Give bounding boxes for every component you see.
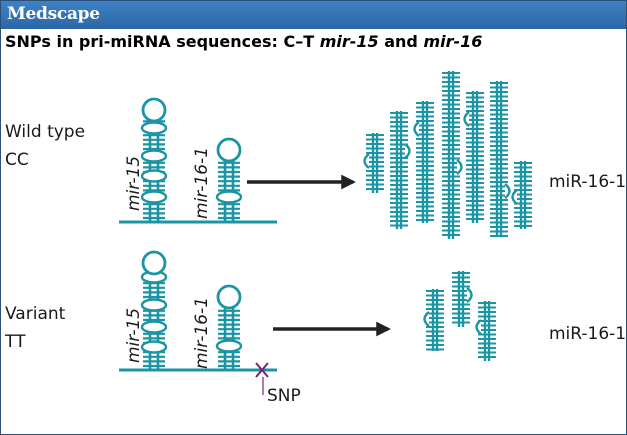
variant-pri-mirna: mir-15 mir-16-1 <box>119 250 277 395</box>
variant-label: Variant <box>5 304 66 324</box>
wild-type-mir-16-1-label: mir-16-1 <box>192 147 212 219</box>
variant-mir-16-1-label: mir-16-1 <box>192 297 212 369</box>
snp-mark <box>255 362 269 395</box>
variant-mir-15-label: mir-15 <box>124 308 144 363</box>
wild-type-mir-15-label: mir-15 <box>124 156 144 211</box>
wild-type-mature-mirna-cluster <box>363 71 532 239</box>
variant-mature-mirna-cluster <box>423 271 496 361</box>
variant-product-label: miR-16-1 <box>549 324 627 344</box>
medscape-logo: Medscape <box>7 4 100 24</box>
title-prefix: SNPs in pri-miRNA sequences: C–T <box>5 32 320 51</box>
wild-type-duplex-4 <box>442 71 463 239</box>
wild-type-mir-16-1-hairpin <box>215 137 243 222</box>
brand-bar: Medscape <box>1 1 626 29</box>
wild-type-duplex-7 <box>511 161 532 229</box>
wild-type-genotype: CC <box>5 150 29 170</box>
variant-mir-15-hairpin <box>140 250 168 370</box>
wild-type-duplex-2 <box>390 111 411 229</box>
wild-type-duplex-5 <box>463 91 484 223</box>
variant-mir-16-1-hairpin <box>215 284 243 370</box>
variant-genotype: TT <box>5 332 26 352</box>
title-connector: and <box>378 32 424 51</box>
variant-duplex-2 <box>452 271 473 327</box>
wild-type-mir-15-hairpin <box>140 97 168 222</box>
wild-type-duplex-3 <box>413 101 434 223</box>
figure-title: SNPs in pri-miRNA sequences: C–T mir-15 … <box>5 32 482 51</box>
title-gene-1: mir-15 <box>319 32 379 51</box>
wild-type-duplex-6 <box>490 81 511 238</box>
variant-duplex-1 <box>423 289 444 351</box>
wild-type-pri-mirna: mir-15 mir-16-1 <box>119 97 277 224</box>
title-gene-2: mir-16 <box>423 32 483 51</box>
variant-duplex-3 <box>475 301 496 361</box>
wild-type-product-label: miR-16-1 <box>549 172 627 192</box>
wild-type-duplex-1 <box>363 133 384 193</box>
snp-label: SNP <box>267 386 301 406</box>
wild-type-label: Wild type <box>5 122 86 142</box>
